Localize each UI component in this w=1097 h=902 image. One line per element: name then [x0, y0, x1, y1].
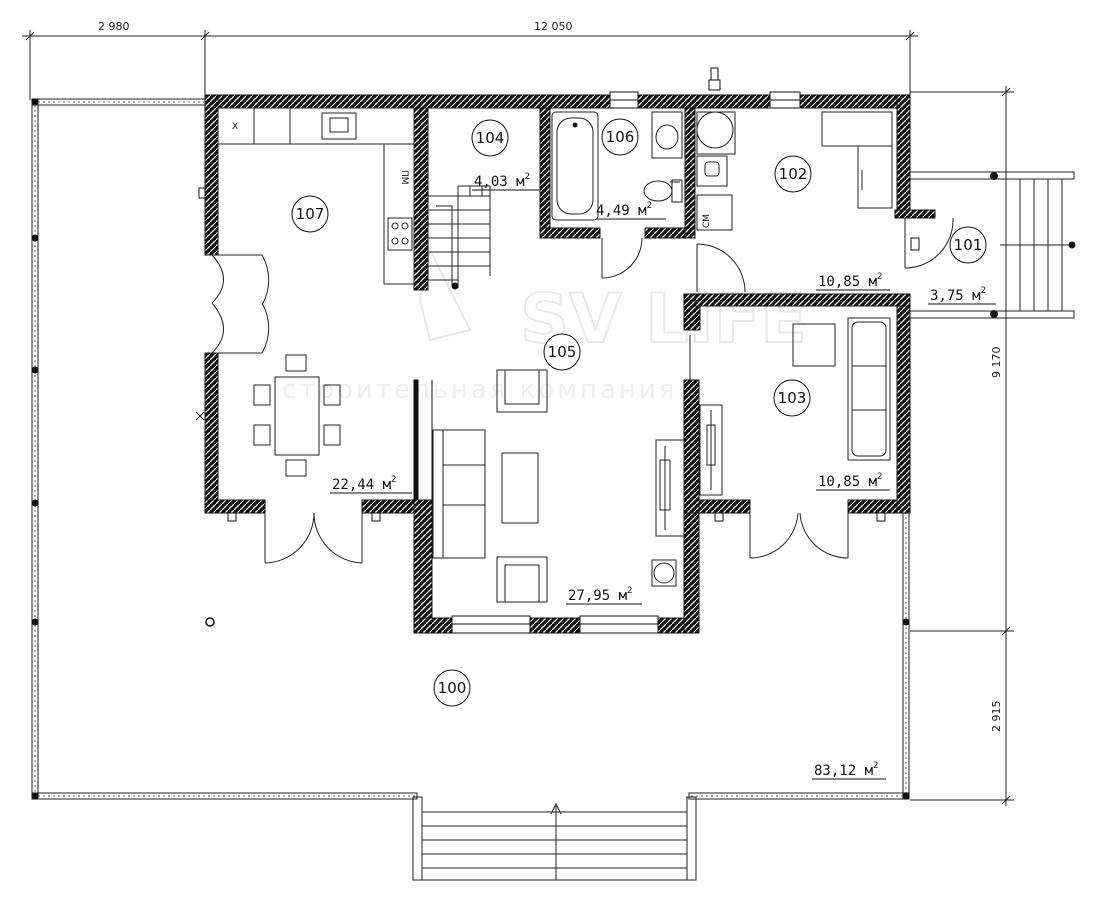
room-circle-105	[543, 333, 581, 371]
room-number-104: 104	[476, 129, 505, 147]
room-number-101: 101	[954, 236, 983, 254]
dimension-top-main: 12 050	[534, 20, 573, 33]
doors	[210, 217, 954, 564]
room-circle-106	[601, 118, 639, 156]
interior-walls	[413, 107, 936, 514]
dimension-top-left: 2 980	[98, 20, 130, 33]
room-number-107: 107	[296, 205, 325, 223]
right-stairs	[908, 171, 1076, 319]
watermark-tagline: строительная компания	[282, 375, 677, 405]
room-number-102: 102	[779, 165, 808, 183]
dining-table	[253, 354, 341, 477]
room-circle-103	[773, 379, 811, 417]
room-area-107: 22,44 м2	[332, 475, 396, 493]
chimney-vent	[708, 67, 721, 91]
room-area-102: 10,85 м2	[818, 272, 882, 290]
room-area-103: 10,85 м2	[818, 472, 882, 490]
room-circle-102	[774, 155, 812, 193]
room-number-100: 100	[438, 679, 467, 697]
room-areas	[330, 189, 996, 780]
living-room-furniture	[432, 369, 685, 603]
interior-staircase	[428, 185, 491, 288]
kitchen-counter	[217, 107, 415, 285]
room-number-103: 103	[778, 389, 807, 407]
stair-start-dot	[451, 282, 459, 290]
terrace-railing	[31, 98, 910, 800]
bottom-stairs	[412, 796, 697, 881]
room-number-105: 105	[548, 343, 577, 361]
bedroom-103-furniture	[699, 317, 891, 496]
room-area-100: 83,12 м2	[814, 761, 878, 779]
windows	[451, 91, 801, 634]
room-labels	[291, 118, 987, 707]
room-area-104: 4,03 м2	[474, 172, 530, 190]
bathroom-fixtures	[551, 111, 736, 231]
bedroom-102-wardrobe	[821, 111, 893, 209]
room-area-105: 27,95 м2	[568, 586, 632, 604]
room-circle-107	[291, 195, 329, 233]
railing-posts	[31, 98, 910, 800]
room-circle-104	[471, 119, 509, 157]
room-area-106: 4,49 м2	[596, 201, 652, 219]
watermark: SV LIFE строительная компания	[282, 246, 808, 405]
wall-markers	[195, 187, 920, 522]
stove-x-label: X	[232, 122, 238, 132]
column-marker	[205, 617, 215, 627]
washer-label: СМ	[702, 214, 712, 228]
room-area-101: 3,75 м2	[930, 286, 986, 304]
thin-partitions	[413, 379, 433, 501]
dimension-right-upper: 9 170	[990, 347, 1003, 379]
room-number-106: 106	[606, 128, 635, 146]
room-circle-101	[949, 226, 987, 264]
dishwasher-label: ПМ	[399, 170, 409, 185]
dimension-right-lower: 2 915	[990, 701, 1003, 733]
room-circle-100	[433, 669, 471, 707]
